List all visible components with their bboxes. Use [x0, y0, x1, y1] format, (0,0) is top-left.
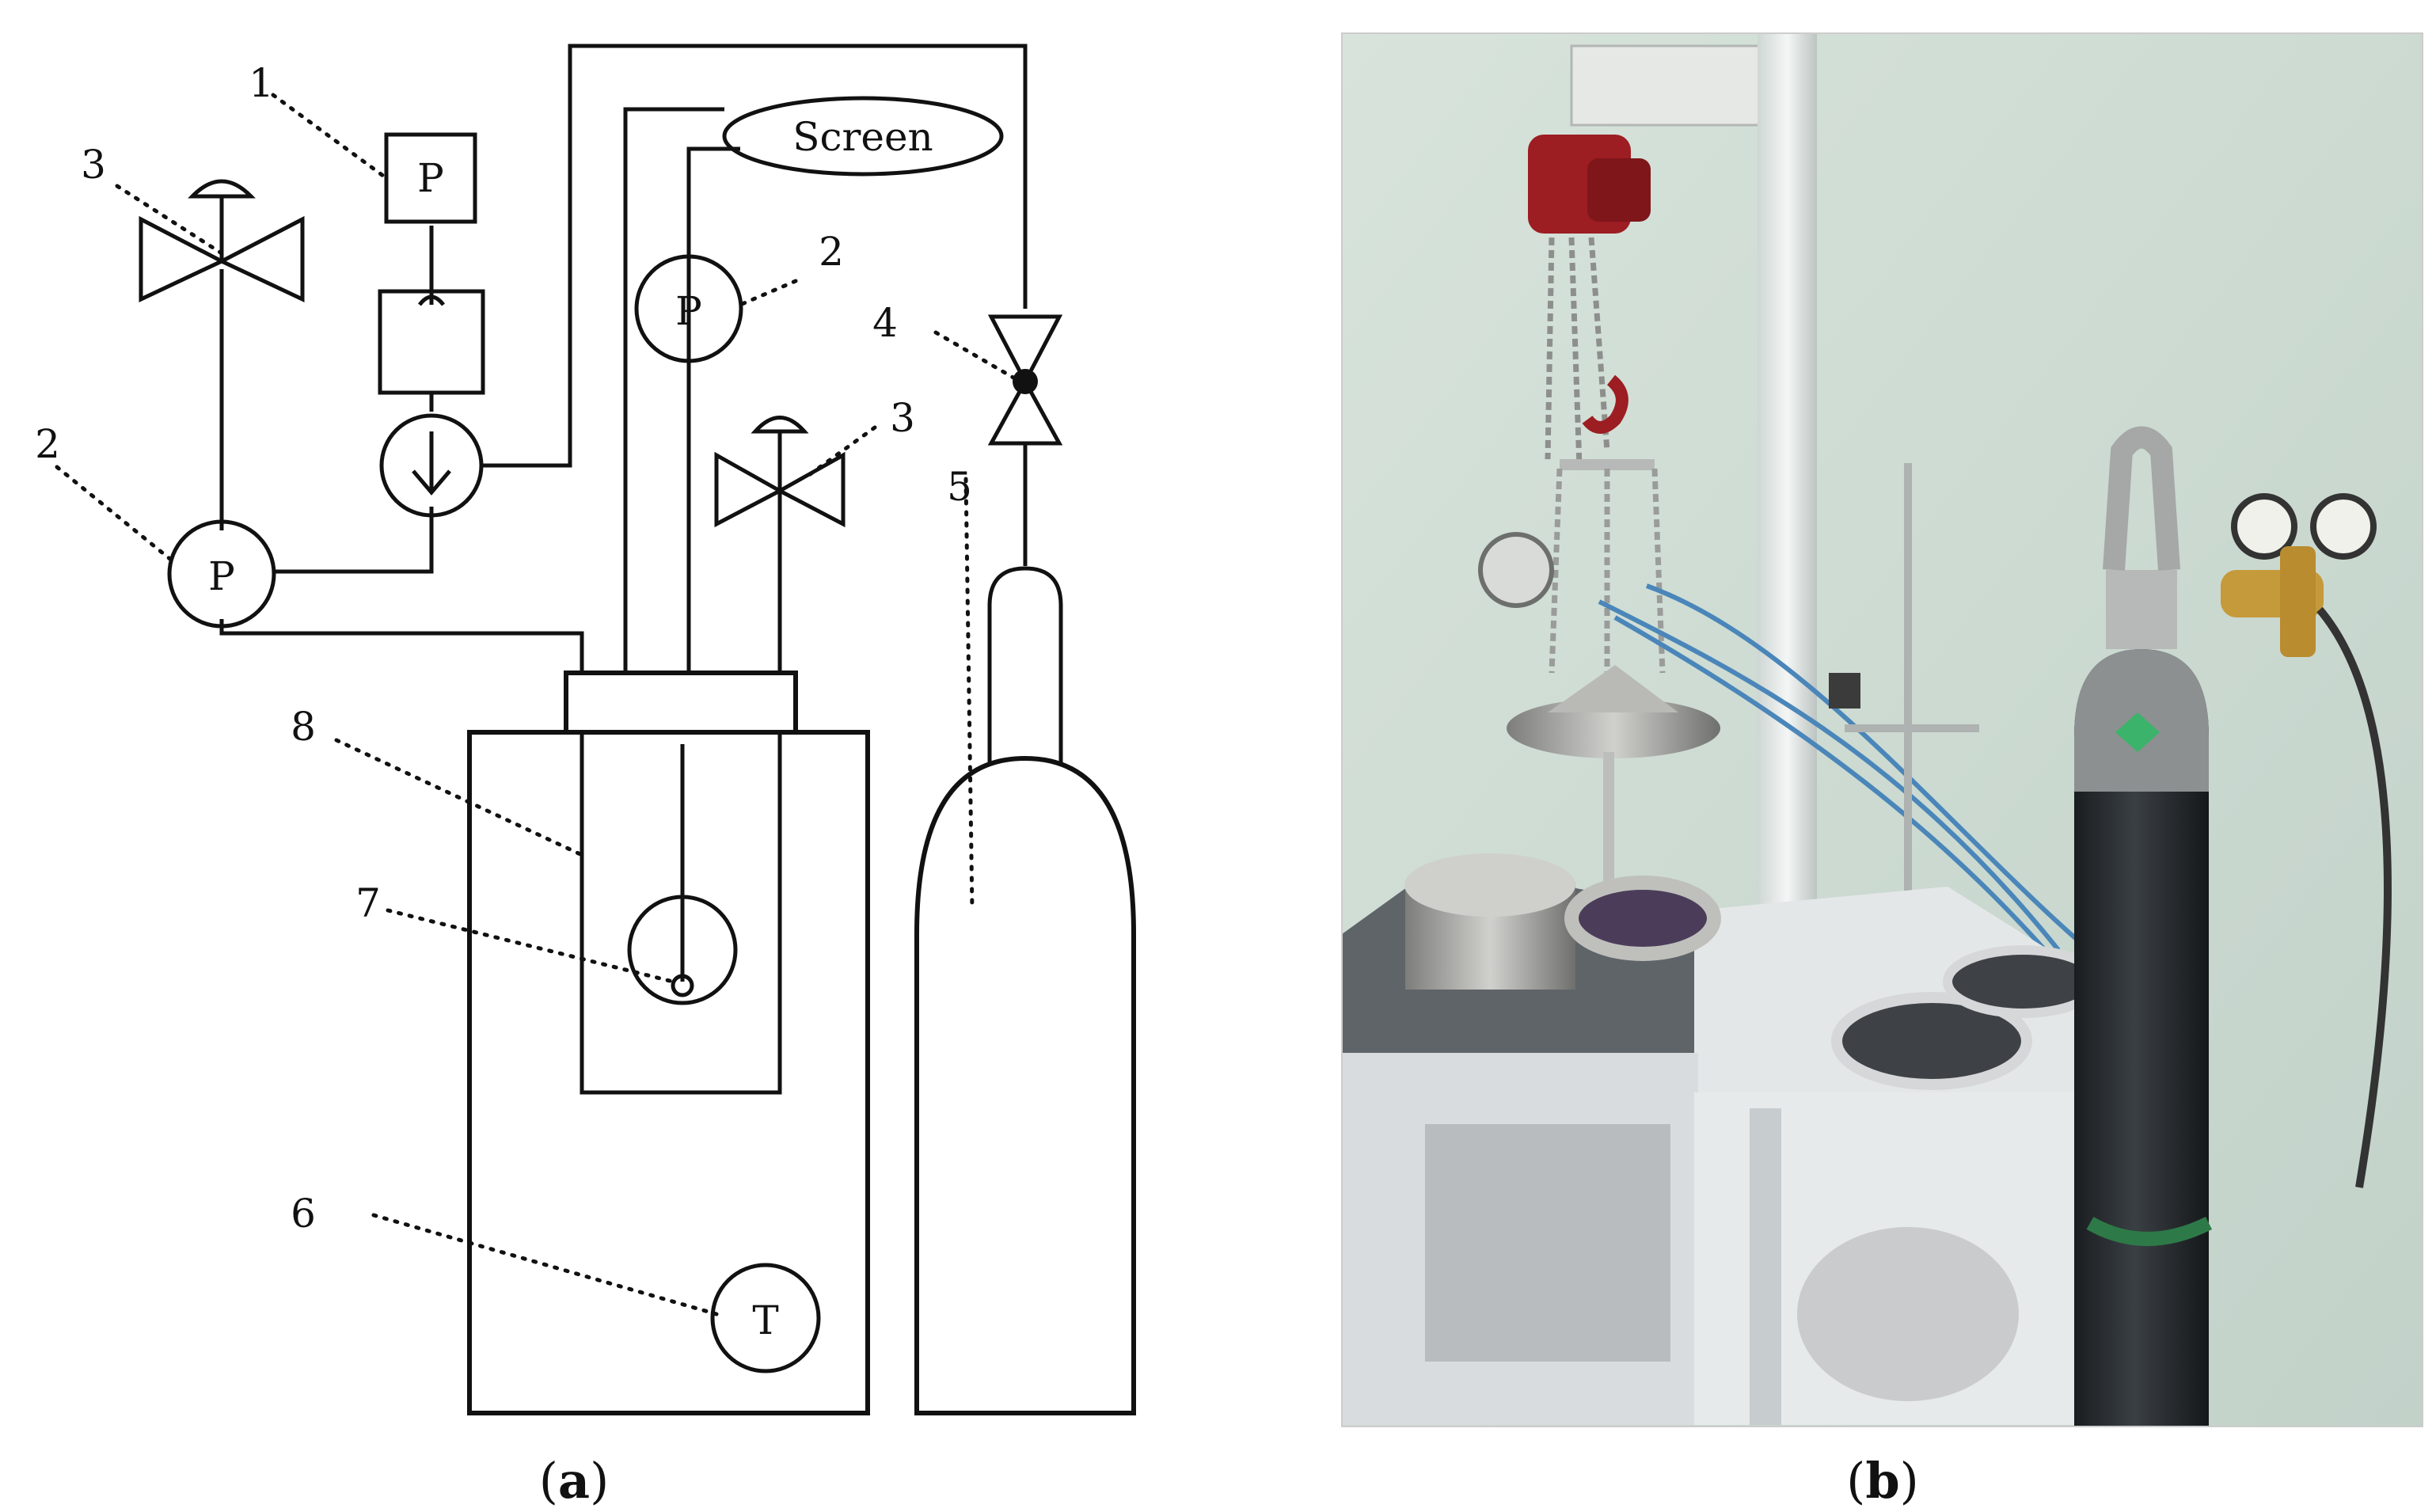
label-2-left: 2 [35, 421, 60, 467]
measurement-cell [580, 730, 782, 1095]
stop-valve-icon [987, 314, 1063, 446]
label-2-right: 2 [819, 229, 844, 275]
check-connector-icon [418, 294, 445, 306]
label-4: 4 [872, 300, 898, 346]
photo-frame [1341, 32, 2423, 1427]
reactor-lid [1478, 532, 1720, 918]
label-7: 7 [355, 880, 381, 926]
pump-icon [379, 413, 484, 518]
reactor-head [564, 671, 798, 735]
sample-holder [627, 744, 738, 1005]
label-8: 8 [291, 704, 316, 750]
reservoir-box [378, 289, 485, 395]
schematic-panel: P P P Screen [35, 44, 1136, 1415]
label-3-left: 3 [81, 142, 106, 188]
blue-cables [1598, 583, 2139, 1015]
caption-b: (b) [1846, 1452, 1919, 1510]
pressure-transmitter-symbol: P [417, 155, 444, 201]
screen-display [722, 96, 1004, 177]
chain-hoist-icon [1528, 135, 1666, 681]
pressure-regulator-icon [2221, 493, 2392, 1188]
photo-panel [1341, 32, 2423, 1427]
pressure-gauge-left-symbol: P [208, 553, 235, 599]
pressure-gauge-left [167, 519, 276, 629]
label-3-right: 3 [890, 395, 915, 441]
lab-stand-rod [1904, 463, 1912, 954]
screen-label: Screen [792, 114, 933, 160]
label-6: 6 [291, 1191, 316, 1237]
steel-flanges [1404, 853, 2103, 1090]
pressure-gauge-right [634, 254, 743, 363]
label-5: 5 [947, 464, 972, 510]
needle-valve-left-icon [139, 179, 305, 302]
leader-lines [55, 93, 1016, 1316]
photo-gas-cylinder [2074, 426, 2213, 1427]
label-1: 1 [249, 60, 274, 106]
caption-a: (a) [539, 1452, 610, 1510]
pressure-transmitter-box [384, 132, 477, 224]
pressure-gauge-right-symbol: P [675, 288, 702, 334]
thermostatic-bath [467, 730, 870, 1415]
thermometer [710, 1263, 821, 1373]
gas-cylinder [914, 566, 1136, 1415]
thermometer-symbol: T [752, 1297, 778, 1343]
